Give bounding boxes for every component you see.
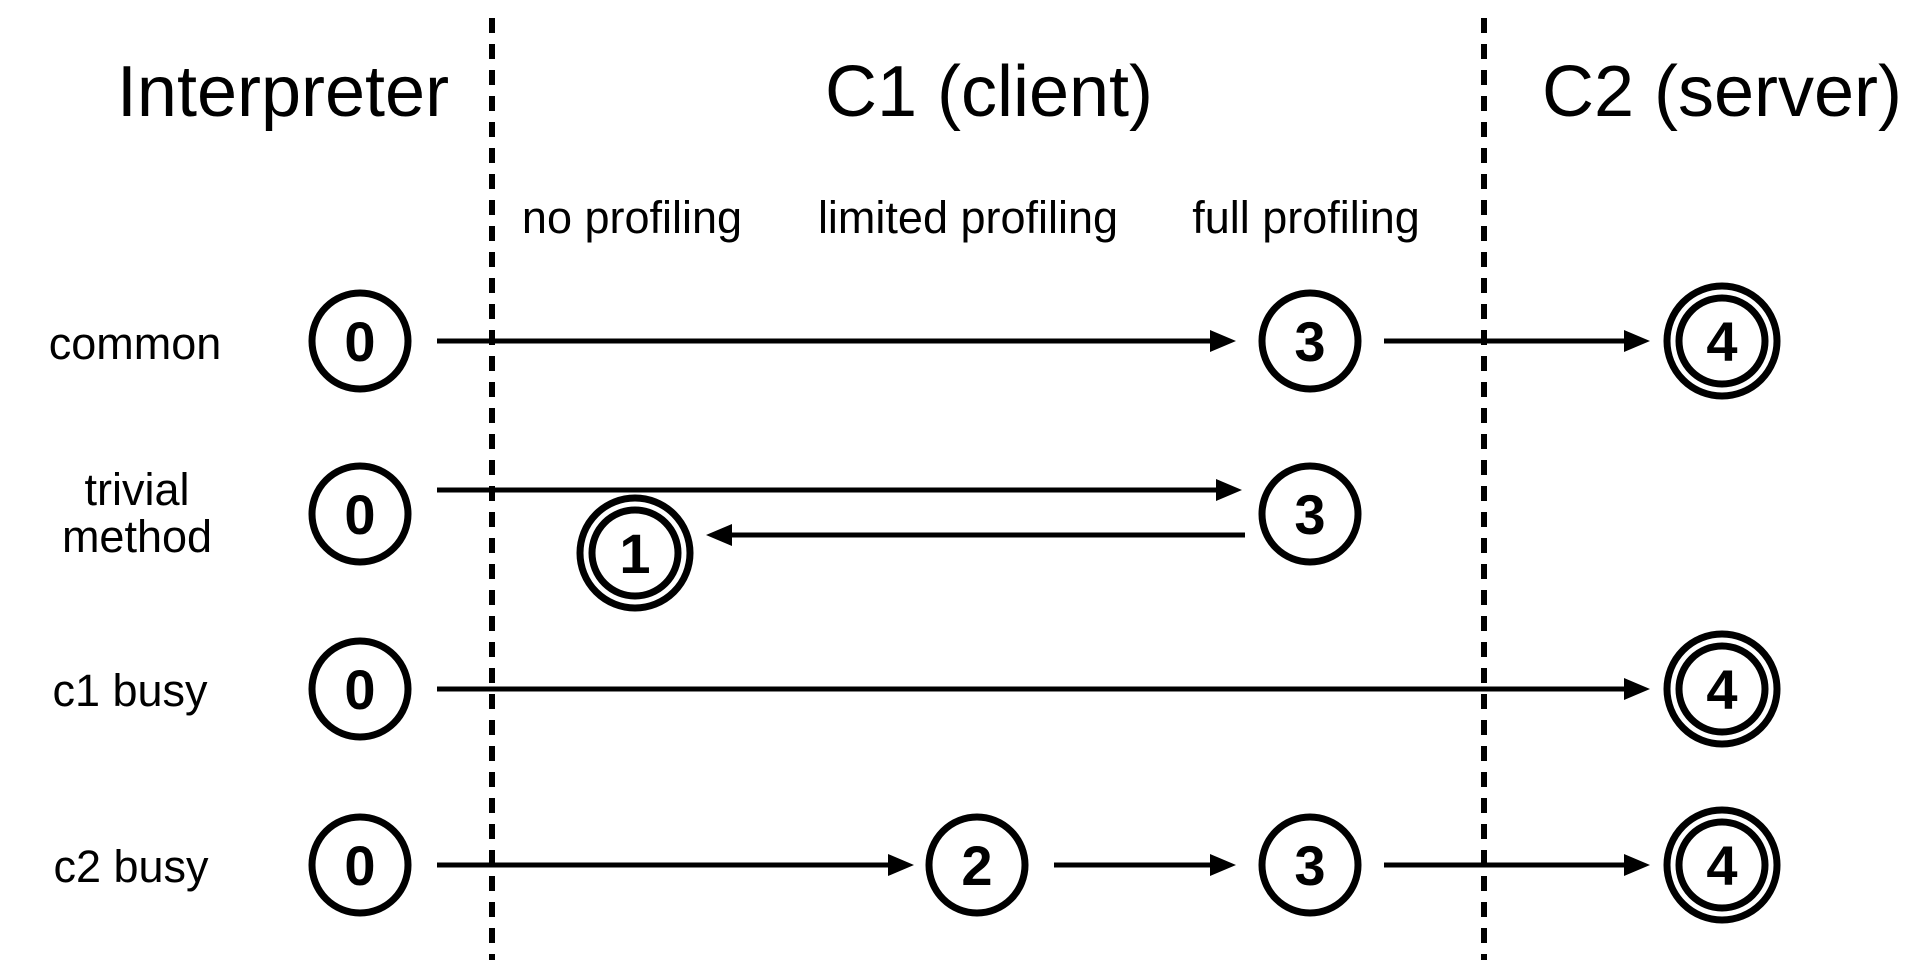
state-value: 3 (1294, 834, 1325, 897)
state-value: 0 (344, 310, 375, 373)
state-inner-circle (588, 506, 682, 600)
state-value: 3 (1294, 310, 1325, 373)
column-header-interpreter: Interpreter (117, 52, 449, 132)
arrowhead (706, 524, 732, 546)
state-node-0: 0 (308, 462, 412, 566)
state-value: 1 (619, 522, 650, 585)
state-node-0: 0 (308, 289, 412, 393)
state-node-3: 3 (1258, 813, 1362, 917)
state-inner-circle (1675, 818, 1769, 912)
state-value: 2 (961, 834, 992, 897)
row-trivial-method-label: method (62, 511, 212, 562)
state-node-1-final: 1 (576, 494, 694, 612)
state-inner-circle (1675, 642, 1769, 736)
arrowhead (1210, 854, 1236, 876)
tier-full-profiling-label: full profiling (1192, 192, 1420, 243)
row-c2-busy: c2 busy 0 2 3 4 (53, 806, 1781, 924)
arrowhead (1624, 854, 1650, 876)
row-c1-busy-label: c1 busy (52, 665, 208, 716)
state-value: 4 (1706, 658, 1737, 721)
state-value: 0 (344, 658, 375, 721)
arrowhead (1210, 330, 1236, 352)
state-value: 4 (1706, 310, 1737, 373)
state-circle (308, 289, 412, 393)
state-circle (925, 813, 1029, 917)
column-header-c2-server: C2 (server) (1542, 52, 1902, 132)
state-circle (1258, 462, 1362, 566)
row-c1-busy: c1 busy 0 4 (52, 630, 1781, 748)
state-circle (308, 813, 412, 917)
arrowhead (888, 854, 914, 876)
state-circle (308, 637, 412, 741)
tier-limited-profiling-label: limited profiling (818, 192, 1118, 243)
state-value: 0 (344, 834, 375, 897)
state-inner-circle (1675, 294, 1769, 388)
state-circle (1258, 813, 1362, 917)
state-node-0: 0 (308, 637, 412, 741)
state-node-4-final: 4 (1663, 806, 1781, 924)
state-node-4-final: 4 (1663, 282, 1781, 400)
column-header-c1-client: C1 (client) (825, 52, 1153, 132)
tier-no-profiling-label: no profiling (522, 192, 742, 243)
row-common-label: common (49, 318, 222, 369)
state-node-3: 3 (1258, 462, 1362, 566)
arrowhead (1216, 479, 1242, 501)
row-c2-busy-label: c2 busy (53, 841, 209, 892)
state-node-0: 0 (308, 813, 412, 917)
arrowhead (1624, 330, 1650, 352)
state-circle (1258, 289, 1362, 393)
state-node-3: 3 (1258, 289, 1362, 393)
arrowhead (1624, 678, 1650, 700)
row-common: common 0 3 4 (49, 282, 1781, 400)
state-node-2: 2 (925, 813, 1029, 917)
row-trivial-method-label: trivial (84, 464, 189, 515)
state-value: 0 (344, 483, 375, 546)
state-value: 3 (1294, 483, 1325, 546)
state-node-4-final: 4 (1663, 630, 1781, 748)
state-circle (308, 462, 412, 566)
state-value: 4 (1706, 834, 1737, 897)
